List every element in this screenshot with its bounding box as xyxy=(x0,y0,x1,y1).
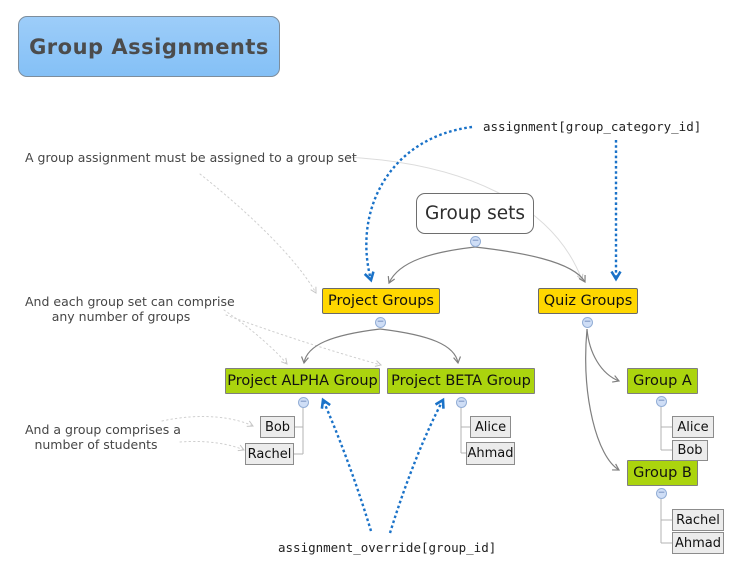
member-groupa-bob-label: Bob xyxy=(677,443,703,458)
node-project-groups[interactable]: Project Groups xyxy=(322,288,440,314)
node-group-b-label: Group B xyxy=(633,465,692,481)
node-quiz-groups-label: Quiz Groups xyxy=(543,293,633,309)
diagram-title-label: Group Assignments xyxy=(29,34,269,59)
label-category-text: assignment[group_category_id] xyxy=(483,119,702,134)
leader-comprise-note-alpha xyxy=(223,309,288,365)
node-group-a-label: Group A xyxy=(633,373,692,389)
leader-groupset-note-solid xyxy=(345,156,584,281)
collapse-toggle-alpha[interactable]: − xyxy=(298,397,309,408)
elbow-groupb-members xyxy=(660,499,672,544)
label-override-text: assignment_override[group_id] xyxy=(278,540,497,555)
collapse-toggle-beta[interactable]: − xyxy=(456,397,467,408)
edge-quizgroups-groupb xyxy=(585,328,621,471)
diagram-title-node[interactable]: Group Assignments xyxy=(18,16,280,77)
elbow-beta-members xyxy=(460,407,470,454)
link-override-beta xyxy=(388,400,443,534)
member-beta-ahmad[interactable]: Ahmad xyxy=(466,442,515,465)
elbow-alpha-members xyxy=(294,407,304,455)
member-beta-alice[interactable]: Alice xyxy=(470,416,511,438)
edge-groupsets-quizgroups xyxy=(474,246,586,284)
node-quiz-groups[interactable]: Quiz Groups xyxy=(538,288,638,314)
edge-projectgroups-alpha xyxy=(300,328,381,365)
member-alpha-rachel[interactable]: Rachel xyxy=(245,443,294,465)
member-groupb-rachel-label: Rachel xyxy=(676,512,720,528)
node-group-b[interactable]: Group B xyxy=(627,460,698,486)
leader-students-note-bob xyxy=(161,416,254,427)
node-project-alpha-group[interactable]: Project ALPHA Group xyxy=(225,368,380,394)
member-alpha-bob-label: Bob xyxy=(264,419,291,435)
collapse-toggle-group-sets[interactable]: − xyxy=(470,236,481,247)
leader-comprise-note-beta xyxy=(225,314,383,367)
label-assignment-group-category-id: assignment[group_category_id] xyxy=(483,119,701,134)
minus-icon: − xyxy=(657,488,666,498)
member-alpha-bob[interactable]: Bob xyxy=(260,416,295,438)
collapse-toggle-project-groups[interactable]: − xyxy=(375,317,386,328)
node-project-groups-label: Project Groups xyxy=(328,293,434,309)
annotation-group-set-note: A group assignment must be assigned to a… xyxy=(25,150,357,166)
minus-icon: − xyxy=(376,317,385,327)
annotation-comprise-line1: And each group set can comprise xyxy=(25,294,235,309)
member-groupb-ahmad[interactable]: Ahmad xyxy=(672,532,724,554)
edge-groupsets-projectgroups xyxy=(387,246,476,285)
leader-groupset-note-dotted xyxy=(199,173,317,294)
minus-icon: − xyxy=(457,397,466,407)
leader-students-note-rachel xyxy=(179,441,245,452)
label-assignment-override-group-id: assignment_override[group_id] xyxy=(278,540,496,555)
collapse-toggle-group-b[interactable]: − xyxy=(656,488,667,499)
collapse-toggle-quiz-groups[interactable]: − xyxy=(582,317,593,328)
edge-projectgroups-beta xyxy=(379,328,462,365)
annotation-comprise-line2: any number of groups xyxy=(51,308,191,324)
link-categoryid-projectgroups xyxy=(366,125,473,280)
node-group-sets[interactable]: Group sets xyxy=(416,193,534,234)
member-beta-ahmad-label: Ahmad xyxy=(467,446,514,461)
member-groupa-alice-label: Alice xyxy=(677,419,709,435)
node-project-beta-label: Project BETA Group xyxy=(391,373,531,389)
annotation-students-line2: number of students xyxy=(34,436,158,452)
edge-quizgroups-groupa xyxy=(586,328,621,383)
minus-icon: − xyxy=(299,397,308,407)
node-group-sets-label: Group sets xyxy=(424,203,526,224)
member-alpha-rachel-label: Rachel xyxy=(247,446,292,462)
node-project-beta-group[interactable]: Project BETA Group xyxy=(387,368,535,394)
annotation-students-line1: And a group comprises a xyxy=(25,422,181,437)
minus-icon: − xyxy=(471,236,480,246)
member-groupa-bob[interactable]: Bob xyxy=(672,440,708,461)
node-group-a[interactable]: Group A xyxy=(627,368,698,394)
elbow-groupa-members xyxy=(660,407,672,451)
node-project-alpha-label: Project ALPHA Group xyxy=(227,373,378,389)
member-groupa-alice[interactable]: Alice xyxy=(672,416,714,438)
member-groupb-rachel[interactable]: Rachel xyxy=(672,509,724,531)
annotation-students-note: And a group comprises a number of studen… xyxy=(25,422,181,452)
minus-icon: − xyxy=(583,317,592,327)
minus-icon: − xyxy=(657,396,666,406)
annotation-comprise-note: And each group set can comprise any numb… xyxy=(25,294,235,324)
member-groupb-ahmad-label: Ahmad xyxy=(674,535,721,551)
collapse-toggle-group-a[interactable]: − xyxy=(656,396,667,407)
annotation-group-set-note-text: A group assignment must be assigned to a… xyxy=(25,150,357,165)
link-override-alpha xyxy=(323,400,373,532)
member-beta-alice-label: Alice xyxy=(474,419,507,435)
